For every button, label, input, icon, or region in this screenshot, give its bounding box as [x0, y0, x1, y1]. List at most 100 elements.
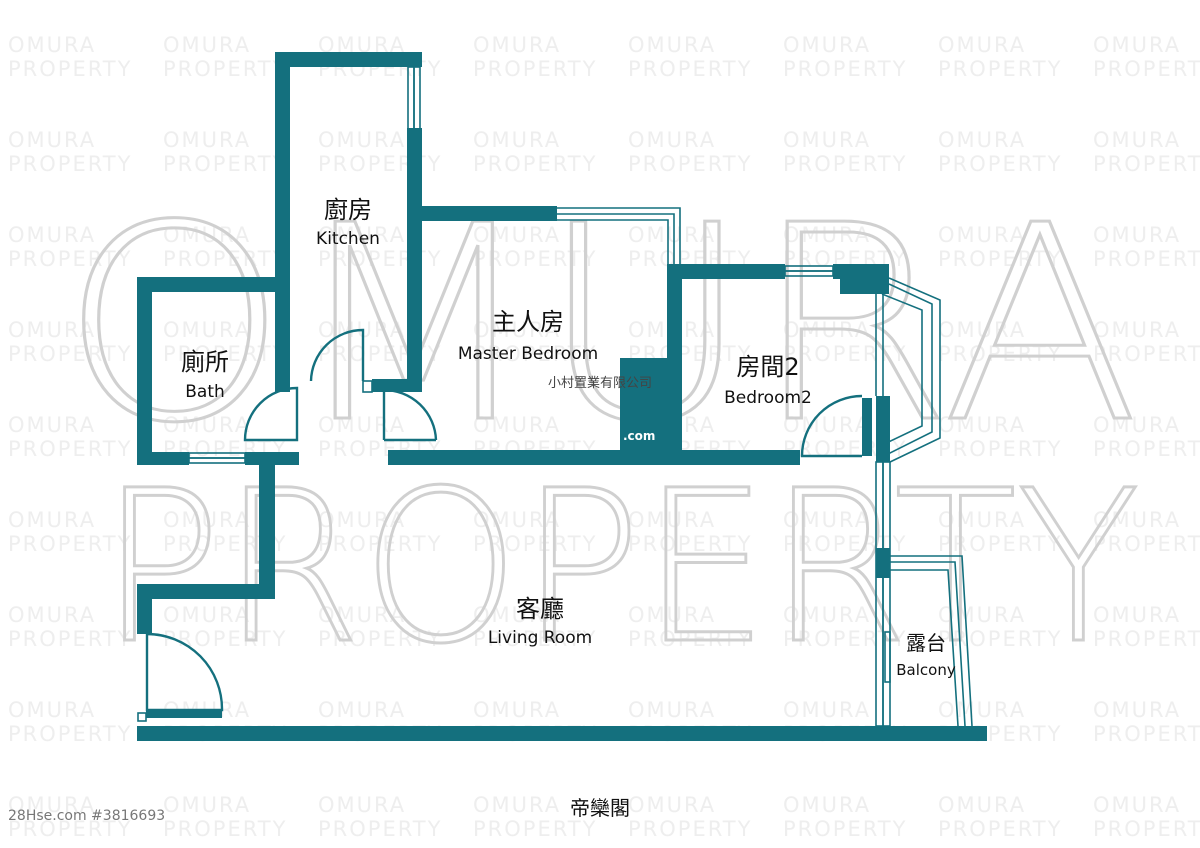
watermark-tile-line1: OMURA: [8, 698, 96, 722]
watermark-tile-line1: OMURA: [1093, 508, 1181, 532]
watermark-tile-line1: OMURA: [628, 223, 716, 247]
watermark-tile-line2: PROPERTY: [473, 532, 597, 556]
watermark-tile-line1: OMURA: [783, 128, 871, 152]
watermark-tile-line2: PROPERTY: [938, 57, 1062, 81]
watermark-tile-line2: PROPERTY: [1093, 532, 1200, 556]
watermark-tile-line2: PROPERTY: [1093, 722, 1200, 746]
kitchen-door-arc: [309, 328, 365, 382]
walls: [137, 52, 987, 741]
watermark-tile-line2: PROPERTY: [8, 817, 132, 841]
watermark-tile-line1: OMURA: [473, 128, 561, 152]
watermark-tile-line2: PROPERTY: [783, 342, 907, 366]
watermark-tile-line1: OMURA: [938, 698, 1026, 722]
watermark-tile-line2: PROPERTY: [8, 342, 132, 366]
watermark-tile-line1: OMURA: [783, 793, 871, 817]
watermark-tile-line1: OMURA: [628, 33, 716, 57]
watermark-tile-line1: OMURA: [1093, 413, 1181, 437]
watermark-tile-line1: OMURA: [8, 508, 96, 532]
watermark-tile-line1: OMURA: [318, 793, 406, 817]
watermark-tile-line1: OMURA: [938, 33, 1026, 57]
watermark-tile-line2: PROPERTY: [163, 627, 287, 651]
watermark-tile-line2: PROPERTY: [1093, 57, 1200, 81]
agent-watermark: 小村置業有限公司: [548, 375, 652, 391]
watermark-tile-line2: PROPERTY: [628, 152, 752, 176]
watermark-tile-line2: PROPERTY: [1093, 247, 1200, 271]
watermark-tile-line1: OMURA: [8, 413, 96, 437]
master-bedroom-label-zh: 主人房: [492, 308, 564, 336]
watermark-tile-line1: OMURA: [8, 318, 96, 342]
listing-id: 28Hse.com #3816693: [8, 808, 165, 824]
master-bedroom-label-en: Master Bedroom: [458, 344, 598, 364]
kitchen-label-en: Kitchen: [316, 229, 380, 249]
watermark-tile-line1: OMURA: [938, 793, 1026, 817]
watermark-tile-line2: PROPERTY: [783, 817, 907, 841]
watermark-tile-line1: OMURA: [318, 413, 406, 437]
watermark-tile-line1: OMURA: [163, 318, 251, 342]
room-labels: 廚房 Kitchen 廁所 Bath 主人房 Master Bedroom 房間…: [181, 196, 956, 679]
kitchen-label-zh: 廚房: [324, 196, 372, 224]
balcony-label-zh: 露台: [906, 631, 946, 655]
watermark-tile-line1: OMURA: [938, 413, 1026, 437]
bedroom2-label-en: Bedroom2: [724, 388, 812, 408]
watermark-tile-line1: OMURA: [628, 128, 716, 152]
com-watermark: .com: [623, 429, 655, 443]
doors: [145, 328, 863, 712]
watermark-tile-line1: OMURA: [8, 33, 96, 57]
watermark-tile-line2: PROPERTY: [163, 57, 287, 81]
watermark-tile-line1: OMURA: [163, 508, 251, 532]
watermark-tile-line1: OMURA: [163, 223, 251, 247]
watermark-tile-line1: OMURA: [1093, 223, 1181, 247]
watermark-tile-line2: PROPERTY: [473, 342, 597, 366]
watermark-tile-line1: OMURA: [628, 603, 716, 627]
watermark-tile-line2: PROPERTY: [8, 152, 132, 176]
watermark-tile-line1: OMURA: [1093, 128, 1181, 152]
watermark-tile-line1: OMURA: [1093, 793, 1181, 817]
big-watermark: OMURA PROPERTY: [59, 166, 1142, 692]
watermark-tile-line2: PROPERTY: [163, 152, 287, 176]
watermark-tile-line1: OMURA: [473, 793, 561, 817]
watermark-tile-line1: OMURA: [163, 128, 251, 152]
watermark-tile-line1: OMURA: [318, 603, 406, 627]
watermark-tile-line2: PROPERTY: [8, 532, 132, 556]
watermark-tile-line1: OMURA: [938, 223, 1026, 247]
watermark-tile-line1: OMURA: [783, 33, 871, 57]
master-door-arc: [382, 388, 438, 441]
building-name: 帝欒閣: [570, 796, 630, 820]
watermark-tile-line2: PROPERTY: [163, 342, 287, 366]
watermark-tile-line1: OMURA: [163, 33, 251, 57]
watermark-tile-line2: PROPERTY: [8, 247, 132, 271]
big-watermark-line1: OMURA: [60, 167, 1140, 482]
watermark-tile-line2: PROPERTY: [1093, 342, 1200, 366]
watermark-tile-line1: OMURA: [628, 793, 716, 817]
watermark-tile-line2: PROPERTY: [8, 722, 132, 746]
watermark-tile-line1: OMURA: [1093, 603, 1181, 627]
watermark-tile-line1: OMURA: [628, 508, 716, 532]
watermark-tile-line1: OMURA: [8, 223, 96, 247]
watermark-tile-line2: PROPERTY: [628, 57, 752, 81]
watermark-tile-line2: PROPERTY: [8, 627, 132, 651]
entrance-door-arc: [145, 632, 224, 712]
bath-label-zh: 廁所: [181, 348, 229, 376]
watermark-tile-line1: OMURA: [163, 413, 251, 437]
bedroom2-label-zh: 房間2: [736, 353, 799, 381]
watermark-tile-line1: OMURA: [473, 33, 561, 57]
watermark-tile-line1: OMURA: [938, 508, 1026, 532]
watermark-tile-line2: PROPERTY: [473, 627, 597, 651]
watermark-tile-line2: PROPERTY: [783, 57, 907, 81]
bedroom2-door-arc: [800, 394, 863, 458]
watermark-tile-line1: OMURA: [1093, 318, 1181, 342]
watermark-tile-line2: PROPERTY: [1093, 437, 1200, 461]
watermark-tile-line2: PROPERTY: [318, 627, 442, 651]
watermark-tile-line2: PROPERTY: [473, 57, 597, 81]
watermark-tile-line2: PROPERTY: [628, 532, 752, 556]
watermark-tile-line1: OMURA: [938, 603, 1026, 627]
watermark-tile-line2: PROPERTY: [1093, 817, 1200, 841]
watermark-tile-line1: OMURA: [938, 318, 1026, 342]
watermark-tile-line1: OMURA: [473, 508, 561, 532]
watermark-tile-line2: PROPERTY: [473, 247, 597, 271]
watermark-tile-line1: OMURA: [318, 223, 406, 247]
watermark-tile-line1: OMURA: [783, 413, 871, 437]
watermark-tile-line1: OMURA: [8, 128, 96, 152]
watermark-tile-line2: PROPERTY: [318, 532, 442, 556]
watermark-tile-line2: PROPERTY: [938, 437, 1062, 461]
